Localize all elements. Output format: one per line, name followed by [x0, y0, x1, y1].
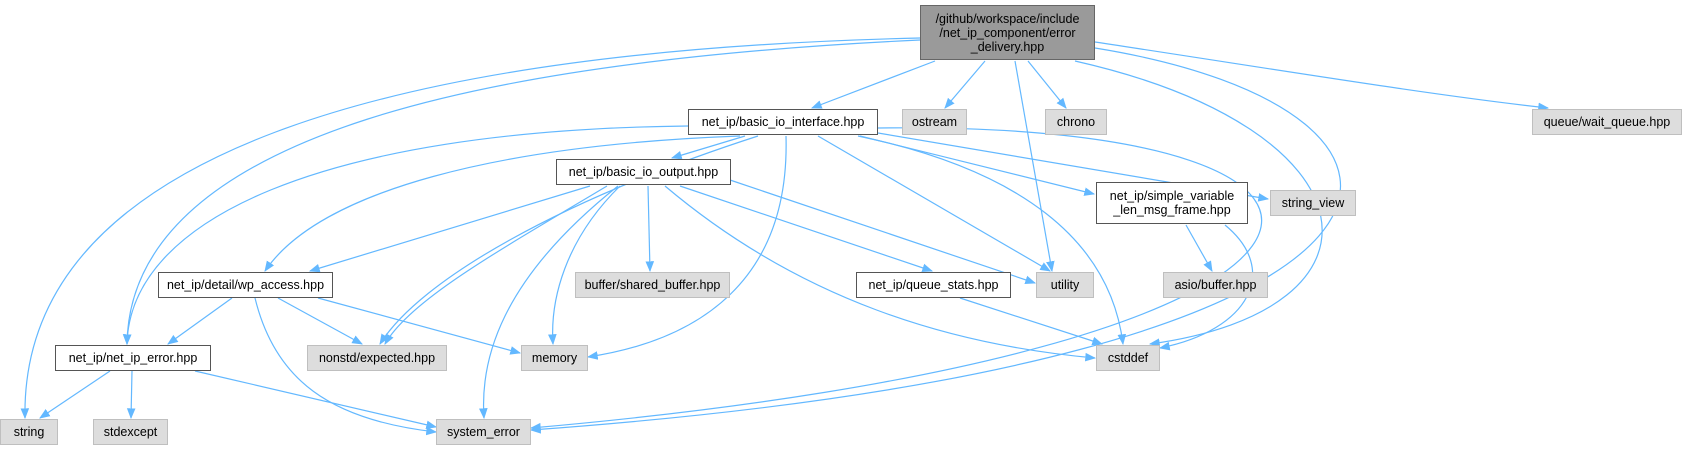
- node-wp-access-hpp[interactable]: net_ip/detail/wp_access.hpp: [158, 272, 333, 298]
- edge-bio-to-queue-stats: [679, 185, 934, 272]
- edge-root-to-basic-io-interface: [810, 60, 936, 109]
- node-ostream: ostream: [902, 109, 967, 135]
- node-chrono: chrono: [1045, 109, 1107, 135]
- node-memory: memory: [521, 345, 588, 371]
- edge-bio-to-expected: [384, 185, 608, 345]
- edge-root-to-string: [20, 37, 921, 420]
- node-stdexcept: stdexcept: [93, 419, 168, 445]
- edge-wpa-to-net-ip-error: [167, 297, 233, 345]
- edge-bii-to-cstddef: [857, 135, 1127, 346]
- edge-bii-to-utility: [817, 135, 1051, 272]
- node-utility: utility: [1036, 272, 1094, 298]
- node-shared-buffer-hpp: buffer/shared_buffer.hpp: [575, 272, 730, 298]
- edge-bii-to-basic-io-output: [670, 135, 746, 160]
- edge-nie-to-stdexcept: [126, 370, 136, 420]
- node-basic-io-interface-hpp[interactable]: net_ip/basic_io_interface.hpp: [688, 109, 878, 135]
- edge-bio-to-utility: [729, 179, 1037, 284]
- node-error-delivery-hpp[interactable]: /github/workspace/include /net_ip_compon…: [920, 5, 1095, 60]
- edge-root-to-utility: [1014, 60, 1055, 273]
- edge-wpa-to-memory: [317, 297, 522, 355]
- edge-root-to-ostream: [944, 60, 986, 109]
- node-queue-stats-hpp[interactable]: net_ip/queue_stats.hpp: [856, 272, 1011, 298]
- dependency-edges: [20, 37, 1550, 436]
- node-basic-io-output-hpp[interactable]: net_ip/basic_io_output.hpp: [556, 159, 731, 185]
- edge-root-to-net-ip-error: [122, 39, 921, 346]
- edge-bio-to-wp-access: [308, 185, 591, 273]
- edge-nie-to-system-error: [194, 370, 438, 430]
- node-string: string: [0, 419, 58, 445]
- edge-bii-to-wp-access: [264, 135, 741, 272]
- edge-root-to-wait-queue: [1094, 41, 1550, 112]
- node-net-ip-error-hpp[interactable]: net_ip/net_ip_error.hpp: [55, 345, 211, 371]
- edge-bii-to-system-error: [529, 127, 1263, 432]
- node-string-view: string_view: [1270, 190, 1356, 216]
- edge-wpa-to-expected: [277, 297, 363, 345]
- node-asio-buffer-hpp: asio/buffer.hpp: [1163, 272, 1268, 298]
- edge-wpa-to-system-error: [254, 297, 438, 436]
- edge-root-to-system-error: [529, 47, 1342, 434]
- node-nonstd-expected-hpp: nonstd/expected.hpp: [307, 345, 447, 371]
- edge-qs-to-cstddef: [959, 297, 1104, 346]
- edge-bio-to-system-error: [479, 185, 619, 420]
- edge-svl-to-asio-buffer: [1185, 224, 1213, 272]
- edge-root-to-chrono: [1027, 60, 1067, 109]
- edge-bio-to-memory: [548, 185, 621, 346]
- node-simple-variable-len-msg-frame-hpp[interactable]: net_ip/simple_variable _len_msg_frame.hp…: [1096, 182, 1248, 224]
- node-system-error: system_error: [436, 419, 531, 445]
- node-cstddef: cstddef: [1096, 345, 1160, 371]
- edge-bio-to-cstddef: [664, 185, 1097, 362]
- edge-bio-to-shared-buffer: [645, 185, 655, 273]
- edge-bii-to-net-ip-error: [122, 125, 689, 346]
- edge-nie-to-string: [39, 370, 111, 419]
- node-wait-queue-hpp: queue/wait_queue.hpp: [1532, 109, 1682, 135]
- edge-bii-to-memory: [586, 135, 787, 360]
